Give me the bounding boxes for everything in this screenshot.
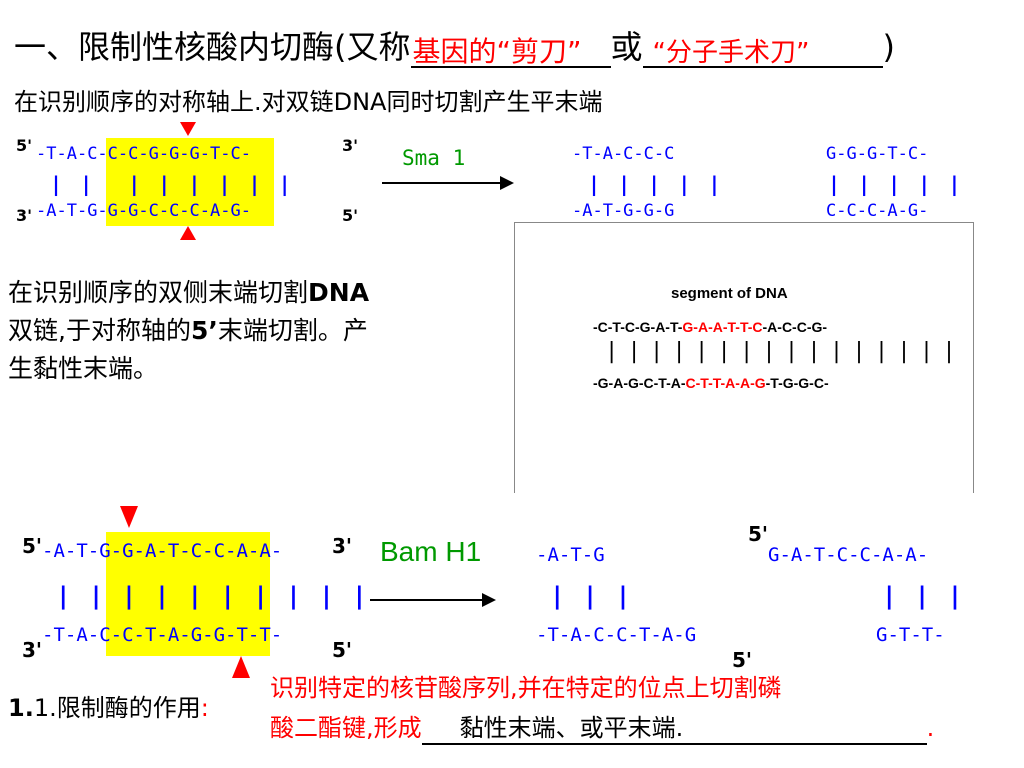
title-blank1: 基因的“剪刀”: [410, 28, 611, 68]
bam-cut-marker-top: [120, 506, 138, 528]
function-line1: 识别特定的核苷酸序列,并在特定的位点上切割磷: [270, 674, 782, 702]
bam-arrow: [370, 599, 484, 601]
sma-product1-bonds: | | | | |: [588, 172, 721, 196]
sma-top-5prime: 5': [16, 136, 33, 155]
function-answer-blank: 黏性末端、或平末端.: [421, 708, 927, 745]
sma-bottom-strand: -A-T-G-G-G-C-C-C-A-G-: [36, 201, 251, 221]
segment-bonds: | | | | | | | | | | | | | | | |: [605, 339, 956, 364]
bam-product2-top: G-A-T-C-C-A-A-: [768, 544, 929, 566]
bam-cut-marker-bottom: [232, 656, 250, 678]
title-blank2: “分子手术刀”: [642, 28, 883, 68]
sma-bottom-3prime: 3': [16, 206, 33, 225]
segment-title: segment of DNA: [671, 285, 788, 302]
bam-recognition-site-highlight: [106, 532, 270, 656]
sma-product2-top: G-G-G-T-C-: [826, 144, 929, 164]
sma-top-strand: -T-A-C-C-C-G-G-G-T-C-: [36, 144, 251, 164]
bam-top-5prime: 5': [22, 534, 43, 558]
bam-product1-bonds: | | |: [550, 582, 631, 610]
sma-top-3prime: 3': [342, 136, 359, 155]
sma-product1-bottom: -A-T-G-G-G: [572, 201, 675, 221]
sticky-end-description: 在识别顺序的双侧末端切割DNA 双链,于对称轴的5’末端切割。产 生黏性末端。: [8, 278, 370, 383]
bam-product2-bonds: | | |: [882, 582, 963, 610]
sma-arrow: [382, 182, 502, 184]
function-line2: 酸二酯键,形成黏性末端、或平末端..: [270, 708, 934, 745]
segment-bottom-strand: -G-A-G-C-T-A-C-T-T-A-A-G-T-G-G-C-: [593, 375, 829, 391]
function-line2-end: .: [926, 714, 935, 742]
sma-product2-bottom: C-C-C-A-G-: [826, 201, 929, 221]
sma-recognition-site-highlight: [106, 138, 274, 226]
sma-bonds: | | | | | | | |: [50, 172, 291, 196]
bam-product2-5prime: 5': [748, 522, 769, 546]
sma-arrow-head: [500, 176, 514, 190]
title-answer2: “分子手术刀”: [652, 38, 810, 68]
sma-enzyme-name: Sma 1: [402, 146, 466, 170]
title-prefix: 一、限制性核酸内切酶(又称: [14, 28, 411, 66]
bam-arrow-head: [482, 593, 496, 607]
page-title: 一、限制性核酸内切酶(又称基因的“剪刀” 或 “分子手术刀” ): [14, 22, 895, 68]
sma-product1-top: -T-A-C-C-C: [572, 144, 675, 164]
title-answer1: 基因的“剪刀”: [412, 35, 582, 68]
sma-cut-marker-bottom: [180, 226, 196, 240]
bam-bottom-5prime: 5': [332, 638, 353, 662]
bam-product2-bottom: G-T-T-: [876, 624, 945, 646]
function-line2-prefix: 酸二酯键,形成: [270, 714, 422, 742]
bam-top-strand: -A-T-G-G-A-T-C-C-A-A-: [42, 540, 283, 562]
title-middle: 或: [610, 28, 643, 66]
sma-bottom-5prime: 5': [342, 206, 359, 225]
sma-cut-marker-top: [180, 122, 196, 136]
title-suffix: ): [882, 28, 895, 66]
bam-product1-bottom: -T-A-C-C-T-A-G: [536, 624, 697, 646]
bam-product1-5prime: 5': [732, 648, 753, 672]
sma-product2-bonds: | | | | |: [828, 172, 961, 196]
bam-enzyme-name: Bam H1: [380, 536, 482, 567]
bam-bottom-3prime: 3': [22, 638, 43, 662]
dna-segment-image: segment of DNA -C-T-C-G-A-T-G-A-A-T-T-C-…: [514, 222, 974, 493]
bam-top-3prime: 3': [332, 534, 353, 558]
segment-top-strand: -C-T-C-G-A-T-G-A-A-T-T-C-A-C-C-G-: [593, 319, 828, 335]
bam-product1-top: -A-T-G: [536, 544, 605, 566]
function-label: 1.1.限制酶的作用:: [8, 694, 209, 722]
blunt-end-description: 在识别顺序的对称轴上.对双链DNA同时切割产生平末端: [14, 88, 603, 116]
bam-bonds: | | | | | | | | | |: [56, 582, 367, 610]
bam-bottom-strand: -T-A-C-C-T-A-G-G-T-T-: [42, 624, 283, 646]
